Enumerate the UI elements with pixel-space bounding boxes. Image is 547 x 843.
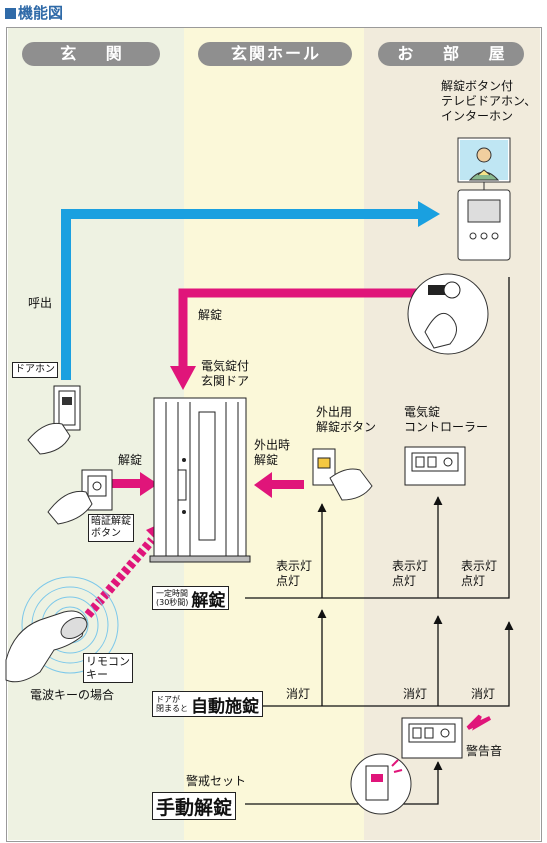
out-unlock-label: 外出時 解錠 — [254, 438, 291, 467]
indicator-label-2: 表示灯 点灯 — [392, 559, 429, 588]
unlock-arrow-out — [254, 472, 304, 498]
intercom-label-text: 解錠ボタン付 テレビドアホン、 インターホン — [441, 79, 537, 123]
controller-label: 電気錠 コントローラー — [404, 405, 489, 434]
auto-lock-note: ドアが 閉まると — [156, 695, 188, 713]
timed-unlock-box: 一定時間 (30秒間) 解錠 — [152, 586, 230, 611]
manual-unlock-text: 手動解錠 — [156, 796, 233, 819]
manual-unlock-box: 手動解錠 — [152, 792, 237, 820]
unlock-arrow-left — [112, 472, 158, 496]
timed-unlock-text: 解錠 — [191, 590, 226, 611]
auto-lock-box: ドアが 閉まると 自動施錠 — [152, 691, 263, 717]
entrance-door — [149, 397, 251, 563]
signal-lines — [245, 277, 514, 805]
unlock-top-label: 解錠 — [198, 308, 223, 322]
door-phone-label: ドアホン — [12, 362, 58, 378]
lock-controller-icon — [404, 446, 466, 486]
header-hall: 玄関ホール — [198, 42, 352, 66]
call-label: 呼出 — [28, 296, 53, 310]
out-unlock-button-icon — [312, 448, 373, 501]
remote-key-icon — [5, 610, 88, 683]
remote-key-label: リモコン キー — [83, 653, 133, 683]
header-entrance: 玄 関 — [22, 42, 160, 66]
title-text: 機能図 — [18, 4, 64, 22]
alarm-set-icon — [350, 753, 412, 815]
door-phone-icon — [27, 385, 81, 455]
header-room: お 部 屋 — [378, 42, 524, 66]
unlock-arrow-top — [170, 288, 418, 390]
pin-unlock-panel-icon — [47, 469, 113, 525]
lights-off-label-2: 消灯 — [403, 687, 428, 701]
lights-off-label-1: 消灯 — [286, 687, 311, 701]
door-label: 電気錠付 玄関ドア — [201, 359, 250, 388]
alarm-sound-label: 警告音 — [466, 744, 503, 758]
timed-unlock-note: 一定時間 (30秒間) — [156, 589, 189, 607]
auto-lock-text: 自動施錠 — [191, 696, 259, 717]
tv-intercom-icon — [457, 137, 511, 261]
alarm-controller-icon — [401, 714, 491, 759]
unlock-left-label: 解錠 — [118, 453, 143, 467]
pin-button-label: 暗証解錠 ボタン — [88, 514, 134, 542]
lights-off-label-3: 消灯 — [471, 687, 496, 701]
diagram-title: 機能図 — [5, 2, 63, 23]
unlock-key-icon — [407, 273, 489, 355]
room-column — [364, 28, 540, 840]
indicator-label-3: 表示灯 点灯 — [461, 559, 498, 588]
out-button-label: 外出用 解錠ボタン — [316, 405, 377, 434]
call-arrow — [61, 201, 440, 380]
radio-key-label: 電波キーの場合 — [30, 688, 115, 702]
intercom-label: 解錠ボタン付 テレビドアホン、 インターホン — [441, 79, 536, 124]
alarm-set-label: 警戒セット — [186, 774, 247, 788]
indicator-label-1: 表示灯 点灯 — [276, 559, 313, 588]
